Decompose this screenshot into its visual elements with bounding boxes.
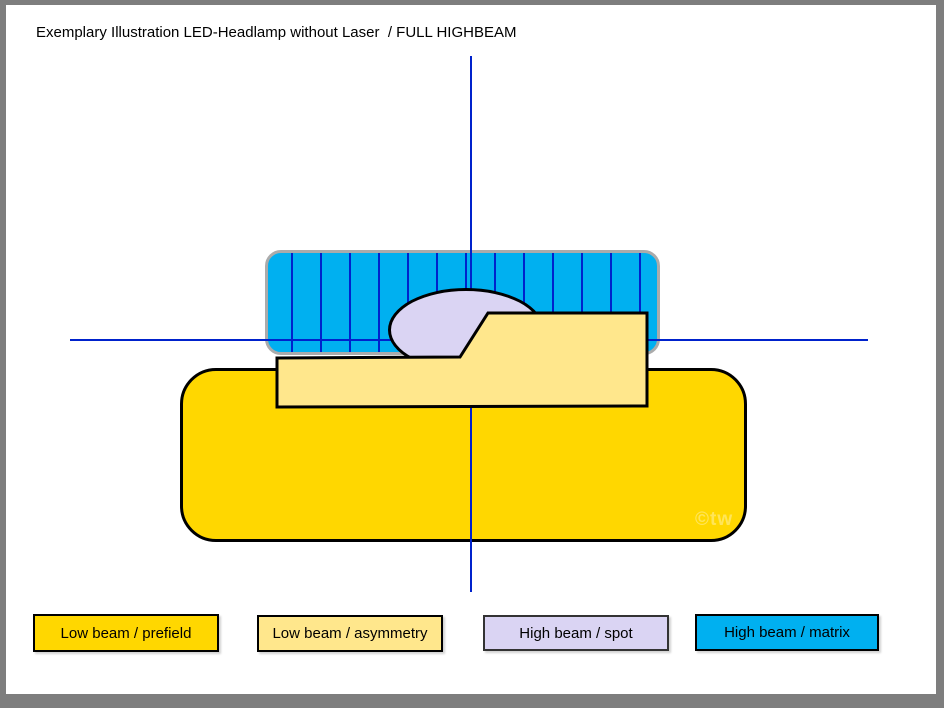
matrix-segment-line <box>639 253 641 352</box>
matrix-segment-line <box>552 253 554 352</box>
matrix-segment-line <box>349 253 351 352</box>
legend-item-lowbeam-asymmetry: Low beam / asymmetry <box>257 615 443 652</box>
matrix-segment-line <box>610 253 612 352</box>
matrix-segment-line <box>291 253 293 352</box>
zone-lowbeam-asymmetry <box>275 311 649 409</box>
legend-label-lowbeam-asymmetry: Low beam / asymmetry <box>272 625 428 642</box>
watermark: ©tw <box>695 509 734 530</box>
legend-item-highbeam-matrix: High beam / matrix <box>695 614 879 651</box>
legend-item-lowbeam-prefield: Low beam / prefield <box>33 614 219 652</box>
legend-label-highbeam-matrix: High beam / matrix <box>724 624 850 641</box>
page-title: Exemplary Illustration LED-Headlamp with… <box>36 24 517 41</box>
matrix-segment-line <box>320 253 322 352</box>
slide-canvas: Exemplary Illustration LED-Headlamp with… <box>6 5 936 694</box>
legend-label-highbeam-spot: High beam / spot <box>519 624 633 642</box>
asymmetry-polygon <box>275 311 649 409</box>
legend-item-highbeam-spot: High beam / spot <box>483 615 669 651</box>
matrix-segment-line <box>581 253 583 352</box>
matrix-segment-line <box>378 253 380 352</box>
legend-label-lowbeam-prefield: Low beam / prefield <box>60 624 192 642</box>
